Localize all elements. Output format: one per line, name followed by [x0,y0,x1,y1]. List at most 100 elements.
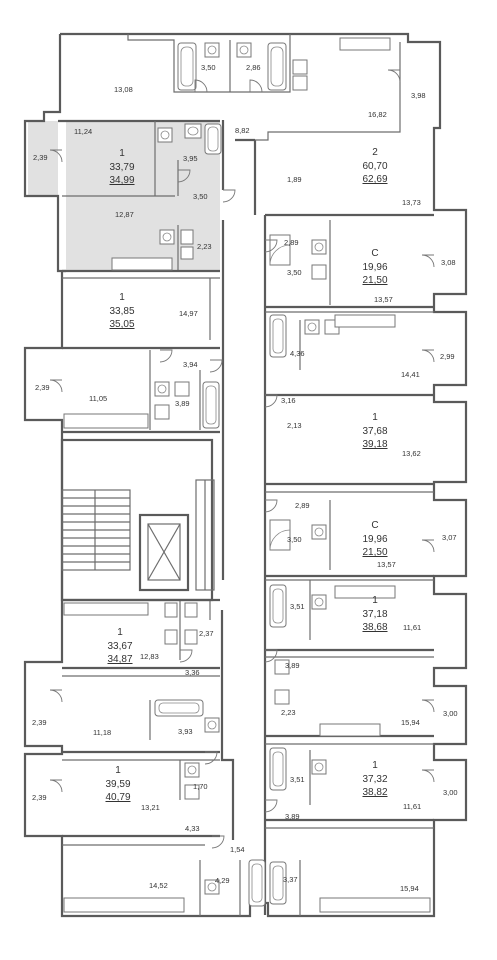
svg-text:1: 1 [372,595,378,606]
svg-text:33,79: 33,79 [109,162,134,173]
apartment-labels: 1 33,79 34,99 1 33,85 35,05 1 33,67 34,8… [105,147,387,803]
bathroom-fixtures [154,42,340,907]
svg-text:С: С [371,248,378,259]
apartment-label: 2 60,70 62,69 [362,147,387,185]
room-area: 3,50 [193,192,208,201]
apartment-label: 1 37,32 38,82 [362,760,387,798]
svg-text:33,85: 33,85 [109,306,134,317]
room-area: 2,39 [32,718,47,727]
apartment-label: 1 37,68 39,18 [362,412,387,450]
room-area: 2,39 [35,383,50,392]
svg-text:38,82: 38,82 [362,787,387,798]
svg-text:34,99: 34,99 [109,175,134,186]
room-area: 3,00 [443,788,458,797]
svg-text:38,68: 38,68 [362,622,387,633]
room-area: 11,05 [89,394,107,403]
svg-text:39,18: 39,18 [362,439,387,450]
room-area: 3,89 [285,661,300,670]
room-area: 13,62 [402,449,421,458]
room-area: 3,08 [441,258,456,267]
svg-text:37,18: 37,18 [362,609,387,620]
room-area: 4,29 [215,876,230,885]
room-area: 3,51 [290,775,305,784]
room-area: 2,99 [440,352,455,361]
svg-text:33,67: 33,67 [107,641,132,652]
svg-text:35,05: 35,05 [109,319,134,330]
room-area: 12,83 [140,652,159,661]
kitchen-counters [63,37,431,913]
apartment-label: С 19,96 21,50 [362,248,387,286]
room-area: 2,23 [197,242,212,251]
room-area: 3,37 [283,875,298,884]
room-area: 13,57 [377,560,396,569]
room-area: 2,39 [32,793,47,802]
room-area: 3,51 [290,602,305,611]
exterior-walls [23,32,468,918]
apartment-label: 1 33,79 34,99 [109,148,134,186]
corridor-walls [127,34,401,915]
room-area: 11,18 [93,728,111,737]
room-area: 13,57 [374,295,393,304]
svg-text:1: 1 [119,292,125,303]
svg-text:1: 1 [372,760,378,771]
room-area: 13,73 [402,198,421,207]
room-area: 3,00 [443,709,458,718]
room-area: 11,61 [403,623,421,632]
svg-text:С: С [371,520,378,531]
room-area: 2,39 [33,153,48,162]
room-area: 13,08 [114,85,133,94]
svg-text:21,50: 21,50 [362,275,387,286]
svg-text:19,96: 19,96 [362,534,387,545]
room-area: 12,87 [115,210,134,219]
svg-text:37,68: 37,68 [362,426,387,437]
svg-text:34,87: 34,87 [107,654,132,665]
svg-text:40,79: 40,79 [105,792,130,803]
room-area: 2,23 [281,708,296,717]
room-area: 14,97 [179,309,198,318]
apartment-label: С 19,96 21,50 [362,520,387,558]
room-area: 4,36 [290,349,305,358]
svg-text:62,69: 62,69 [362,174,387,185]
room-area: 3,89 [285,812,300,821]
room-area: 3,89 [175,399,190,408]
room-area: 13,21 [141,803,160,812]
room-area: 3,50 [287,535,302,544]
room-area: 3,07 [442,533,457,542]
svg-text:60,70: 60,70 [362,161,387,172]
room-area: 15,94 [400,884,419,893]
apartment-label: 1 33,67 34,87 [107,627,132,665]
room-area: 1,54 [230,845,245,854]
room-area: 3,36 [185,668,200,677]
door-swings [49,69,435,849]
svg-text:1: 1 [119,148,125,159]
room-area: 2,37 [199,629,214,638]
room-area-labels: 13,08 3,50 2,86 16,82 3,98 8,82 11,24 2,… [32,63,458,893]
room-area: 14,52 [149,881,168,890]
svg-text:19,96: 19,96 [362,262,387,273]
room-area: 16,82 [368,110,387,119]
svg-text:1: 1 [372,412,378,423]
room-area: 11,24 [74,127,92,136]
apartment-label: 1 37,18 38,68 [362,595,387,633]
svg-text:2: 2 [372,147,378,158]
right-interior-walls [265,213,434,916]
svg-text:21,50: 21,50 [362,547,387,558]
room-area: 3,94 [183,360,198,369]
room-area: 2,89 [295,501,310,510]
room-area: 1,89 [287,175,302,184]
apartment-label: 1 33,85 35,05 [109,292,134,330]
apartment-label: 1 39,59 40,79 [105,765,130,803]
room-area: 2,89 [284,238,299,247]
room-area: 3,98 [411,91,426,100]
svg-text:1: 1 [115,765,121,776]
room-area: 3,93 [178,727,193,736]
room-area: 4,33 [185,824,200,833]
room-area: 2,13 [287,421,302,430]
room-area: 3,95 [183,154,198,163]
svg-text:1: 1 [117,627,123,638]
svg-text:37,32: 37,32 [362,774,387,785]
room-area: 3,50 [287,268,302,277]
room-area: 14,41 [401,370,420,379]
room-area: 11,61 [403,802,421,811]
